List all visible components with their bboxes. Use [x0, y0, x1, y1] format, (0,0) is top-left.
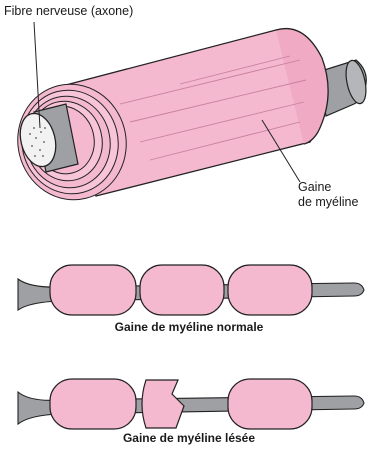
normal-myelin-diagram [18, 265, 364, 315]
damaged-myelin-diagram [18, 379, 364, 429]
damaged-sheath-segment-1 [50, 379, 136, 429]
normal-caption: Gaine de myéline normale [0, 320, 378, 334]
damaged-caption: Gaine de myéline lésée [0, 431, 378, 445]
axon-label: Fibre nerveuse (axone) [4, 4, 133, 18]
damaged-sheath-segment-3 [228, 379, 312, 429]
damaged-sheath-segment-2 [142, 380, 184, 428]
normal-sheath-segment-3 [228, 265, 312, 315]
normal-sheath-segment-1 [50, 265, 136, 315]
normal-sheath-segment-2 [140, 265, 224, 315]
sheath-label: Gaine de myéline [298, 180, 358, 210]
